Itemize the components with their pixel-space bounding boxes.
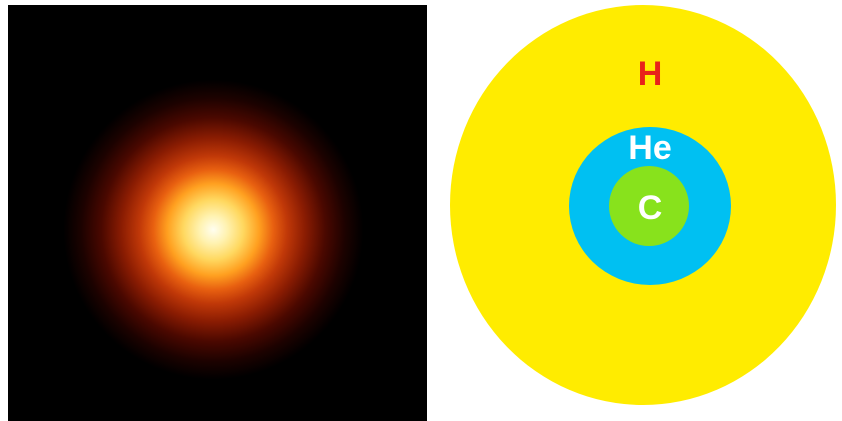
hydrogen-label: H <box>637 55 663 93</box>
carbon-core <box>609 166 689 246</box>
stellar-layers-diagram: H He C <box>445 0 842 421</box>
star-image-panel <box>8 5 427 421</box>
star-glow <box>8 5 427 421</box>
carbon-label: C <box>637 189 663 227</box>
helium-label: He <box>628 129 672 167</box>
